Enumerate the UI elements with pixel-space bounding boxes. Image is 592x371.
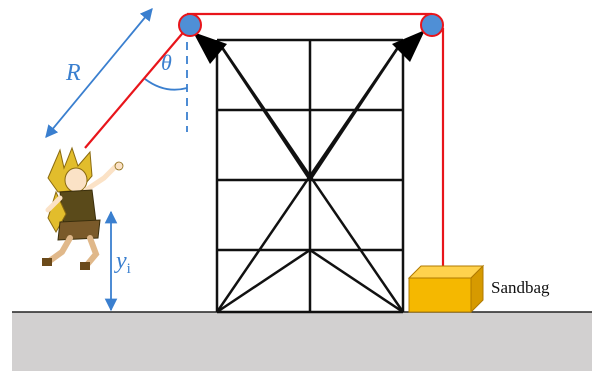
pulley-icon — [420, 13, 444, 37]
rope — [84, 12, 445, 268]
height-label: yi — [114, 248, 131, 277]
sandbag-box — [407, 264, 485, 314]
height-label-sub: i — [127, 261, 131, 277]
tower-frame — [215, 38, 405, 314]
pulley-icon — [178, 13, 202, 37]
ground — [12, 311, 592, 371]
character-figure — [42, 146, 124, 270]
frame-arrowhead-left — [193, 32, 227, 64]
angle-arc — [144, 78, 188, 91]
height-label-var: y — [114, 248, 127, 274]
frame-arrowhead-right — [392, 30, 425, 62]
radius-label: R — [65, 60, 81, 86]
angle-label: θ — [161, 50, 172, 75]
sandbag-label: Sandbag — [491, 278, 550, 297]
radius-dimension — [45, 8, 153, 138]
